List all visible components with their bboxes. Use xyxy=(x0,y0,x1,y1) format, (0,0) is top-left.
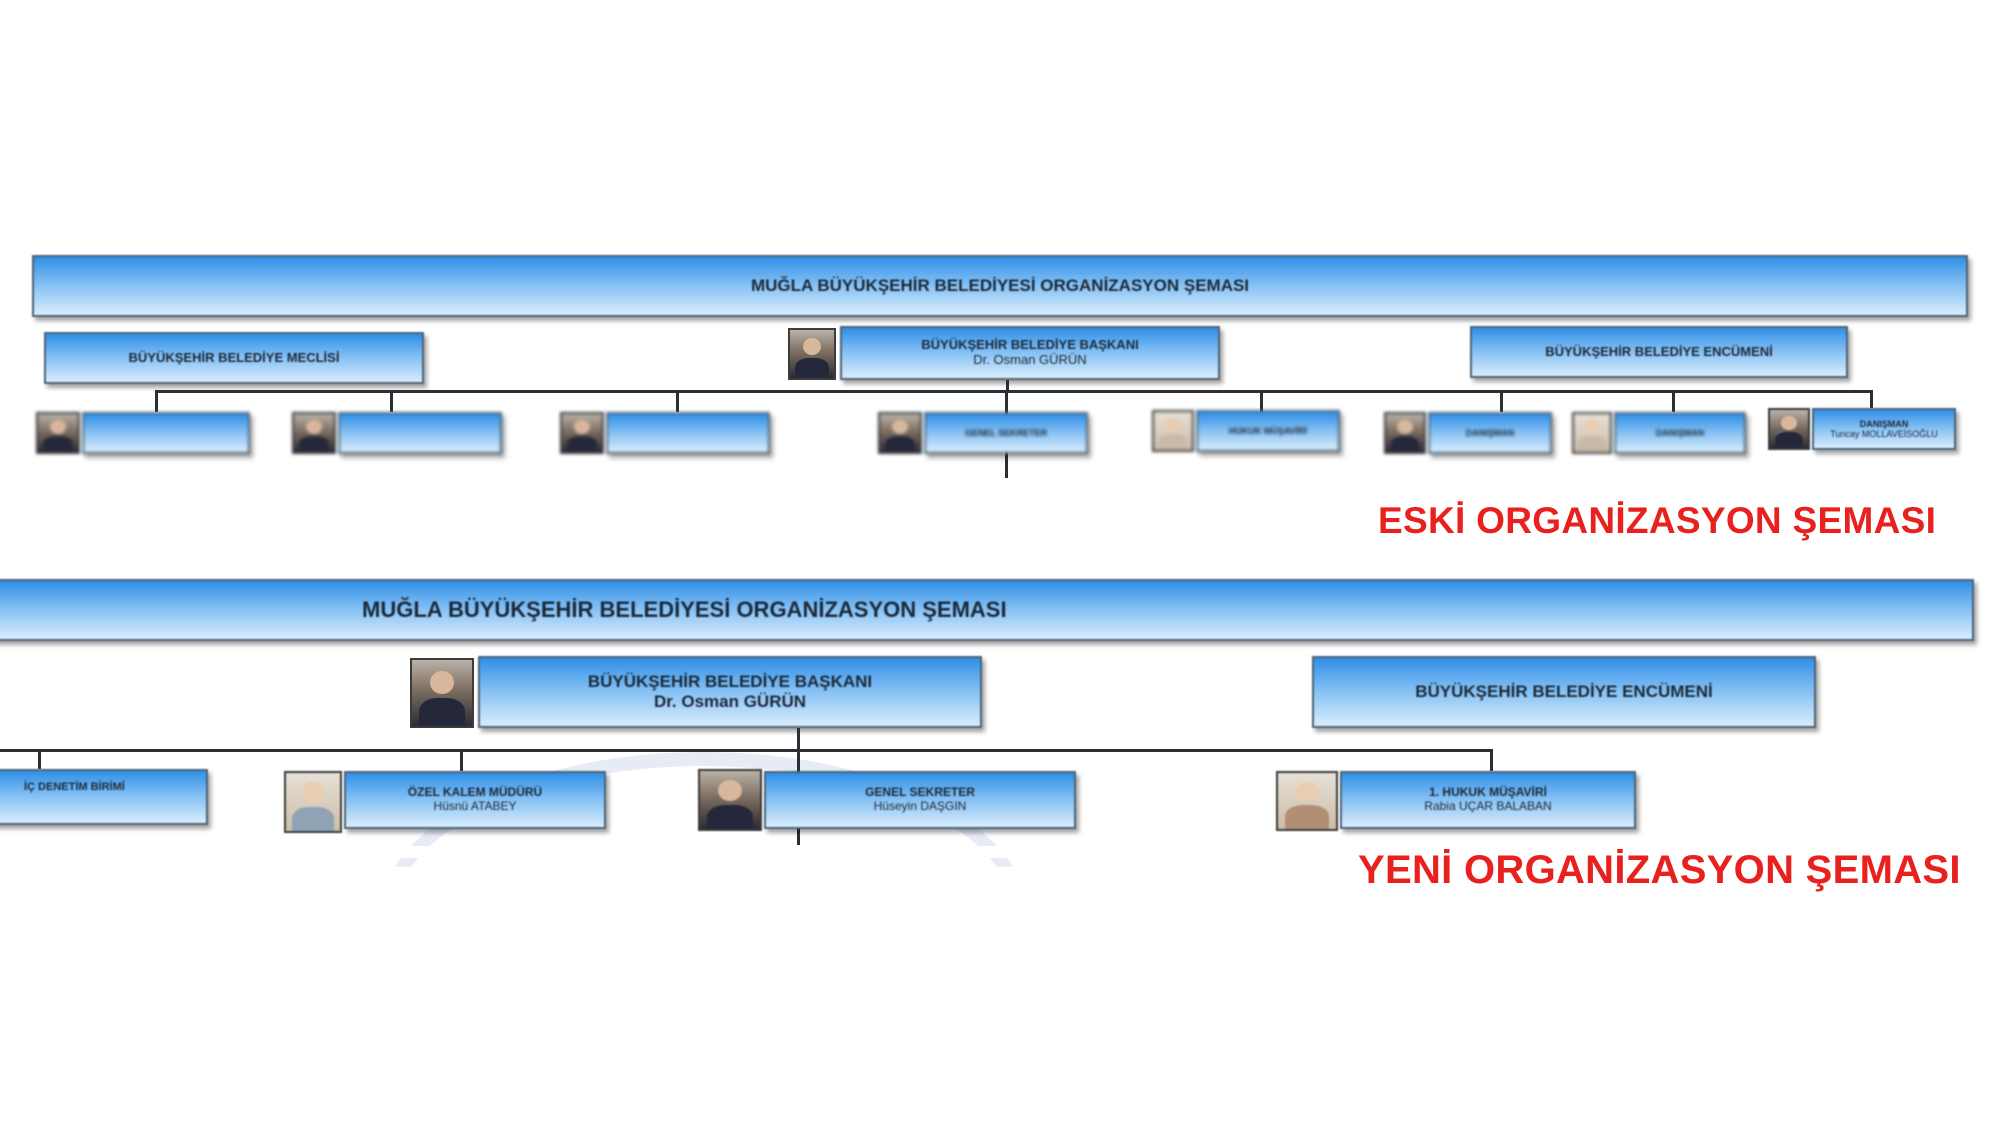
old-chart-caption: ESKİ ORGANİZASYON ŞEMASI xyxy=(1378,500,1937,541)
old-drop-5 xyxy=(1260,392,1263,412)
chart-cut-mask xyxy=(0,846,1360,858)
old-council-box: BÜYÜKŞEHİR BELEDİYE MECLİSİ xyxy=(44,332,424,384)
old-unit-7-photo xyxy=(1572,412,1612,454)
new-chart-caption: YENİ ORGANİZASYON ŞEMASI xyxy=(1358,848,1961,892)
old-drop-7 xyxy=(1672,392,1675,412)
new-unit-1: İÇ DENETİM BİRİMİ xyxy=(0,769,208,825)
new-chart-header: MUĞLA BÜYÜKŞEHİR BELEDİYESİ ORGANİZASYON… xyxy=(0,579,1974,641)
new-unit-3-photo xyxy=(698,769,762,831)
new-drop-2 xyxy=(460,751,463,771)
new-mayor-box: BÜYÜKŞEHİR BELEDİYE BAŞKANI Dr. Osman GÜ… xyxy=(478,656,982,728)
old-unit-6-photo xyxy=(1384,412,1426,454)
old-unit-3 xyxy=(606,412,770,454)
new-drop-1 xyxy=(38,751,41,769)
old-mayor-box: BÜYÜKŞEHİR BELEDİYE BAŞKANI Dr. Osman GÜ… xyxy=(840,326,1220,380)
old-mayor-photo xyxy=(788,328,836,380)
old-unit-8-photo xyxy=(1768,408,1810,450)
old-unit-5: HUKUK MÜŞAVİRİ xyxy=(1196,410,1340,452)
old-chart-header: MUĞLA BÜYÜKŞEHİR BELEDİYESİ ORGANİZASYON… xyxy=(32,255,1968,317)
old-mayor-drop xyxy=(1006,380,1009,392)
new-bus-line xyxy=(0,749,1493,752)
old-unit-3-photo xyxy=(560,412,604,454)
old-unit-7: DANIŞMAN xyxy=(1614,412,1746,454)
new-mayor-photo xyxy=(410,658,474,728)
old-drop-1 xyxy=(155,392,158,412)
old-drop-8 xyxy=(1870,392,1873,408)
new-unit-4-photo xyxy=(1276,771,1338,831)
old-drop-3 xyxy=(676,392,679,412)
old-unit-4-photo xyxy=(878,412,922,454)
old-bus-line xyxy=(155,390,1873,393)
new-unit-2-photo xyxy=(284,771,342,833)
old-committee-box: BÜYÜKŞEHİR BELEDİYE ENCÜMENİ xyxy=(1470,326,1848,378)
old-unit-1 xyxy=(82,412,250,454)
old-unit-5-photo xyxy=(1152,410,1194,452)
old-unit-4: GENEL SEKRETER xyxy=(924,412,1088,454)
new-mayor-drop xyxy=(797,728,800,751)
old-drop-2 xyxy=(390,392,393,412)
old-unit-2-photo xyxy=(292,412,336,454)
new-committee-box: BÜYÜKŞEHİR BELEDİYE ENCÜMENİ xyxy=(1312,656,1816,728)
old-drop-6 xyxy=(1500,392,1503,412)
old-unit-1-photo xyxy=(36,412,80,454)
new-drop-4 xyxy=(1490,751,1493,771)
old-unit-6: DANIŞMAN xyxy=(1428,412,1552,454)
old-unit-2 xyxy=(338,412,502,454)
